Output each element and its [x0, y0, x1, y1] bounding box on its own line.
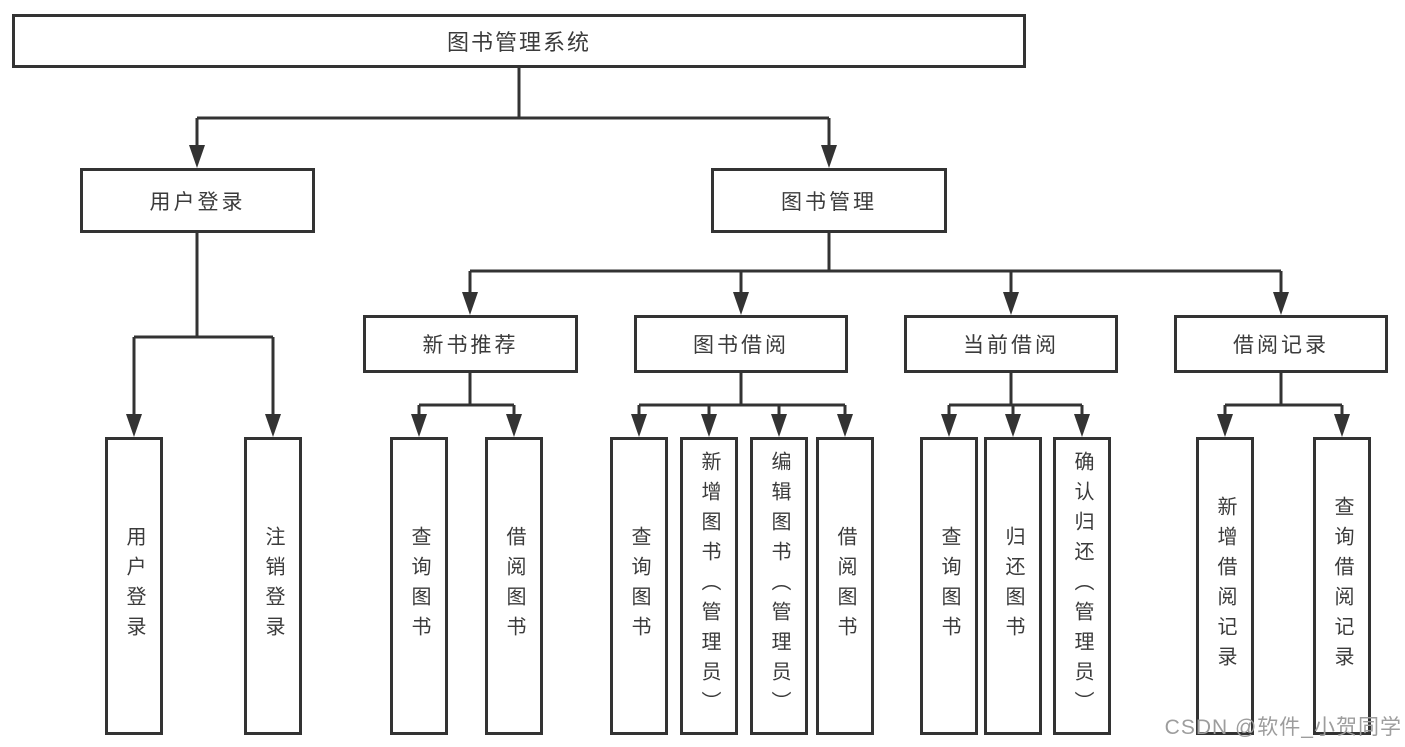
leaf-borrow-books-recommend: 借阅图书 [485, 437, 543, 735]
node-label: 借阅图书 [503, 526, 525, 646]
leaf-query-books-borrow: 查询图书 [610, 437, 668, 735]
node-book-borrowing: 图书借阅 [634, 315, 848, 373]
node-label: 新增借阅记录 [1214, 496, 1236, 676]
node-label: 用户登录 [149, 190, 246, 214]
leaf-add-borrow-record: 新增借阅记录 [1196, 437, 1254, 735]
node-label: 归还图书 [1002, 526, 1024, 646]
leaf-logout: 注销登录 [244, 437, 302, 735]
node-current-borrowing: 当前借阅 [904, 315, 1118, 373]
watermark: CSDN @软件_小贺同学 [1164, 716, 1402, 739]
node-label: 查询借阅记录 [1331, 496, 1353, 676]
node-label: 确认归还（管理员） [1071, 451, 1093, 721]
leaf-query-books-current: 查询图书 [920, 437, 978, 735]
leaf-edit-books-admin: 编辑图书（管理员） [750, 437, 808, 735]
leaf-confirm-return-admin: 确认归还（管理员） [1053, 437, 1111, 735]
node-label: 图书管理 [781, 190, 877, 214]
node-label: 查询图书 [628, 526, 650, 646]
node-label: 查询图书 [408, 526, 430, 646]
node-label: 图书借阅 [693, 334, 789, 357]
node-user-login: 用户登录 [80, 168, 315, 233]
node-library-system: 图书管理系统 [12, 14, 1026, 68]
leaf-user-login: 用户登录 [105, 437, 163, 735]
node-label: 当前借阅 [963, 334, 1059, 357]
leaf-query-books-recommend: 查询图书 [390, 437, 448, 735]
node-label: 注销登录 [262, 526, 284, 646]
node-label: 图书管理系统 [446, 30, 591, 55]
node-label: 新书推荐 [422, 334, 519, 357]
node-label: 用户登录 [123, 526, 145, 646]
node-label: 借阅记录 [1233, 334, 1329, 357]
node-borrowing-records: 借阅记录 [1174, 315, 1388, 373]
leaf-add-books-admin: 新增图书（管理员） [680, 437, 738, 735]
node-label: 查询图书 [938, 526, 960, 646]
leaf-borrow-books: 借阅图书 [816, 437, 874, 735]
leaf-return-books: 归还图书 [984, 437, 1042, 735]
node-label: 新增图书（管理员） [698, 451, 720, 721]
node-new-book-recommendation: 新书推荐 [363, 315, 578, 373]
node-label: 编辑图书（管理员） [768, 451, 790, 721]
leaf-query-borrow-record: 查询借阅记录 [1313, 437, 1371, 735]
node-label: 借阅图书 [834, 526, 856, 646]
node-book-management: 图书管理 [711, 168, 947, 233]
